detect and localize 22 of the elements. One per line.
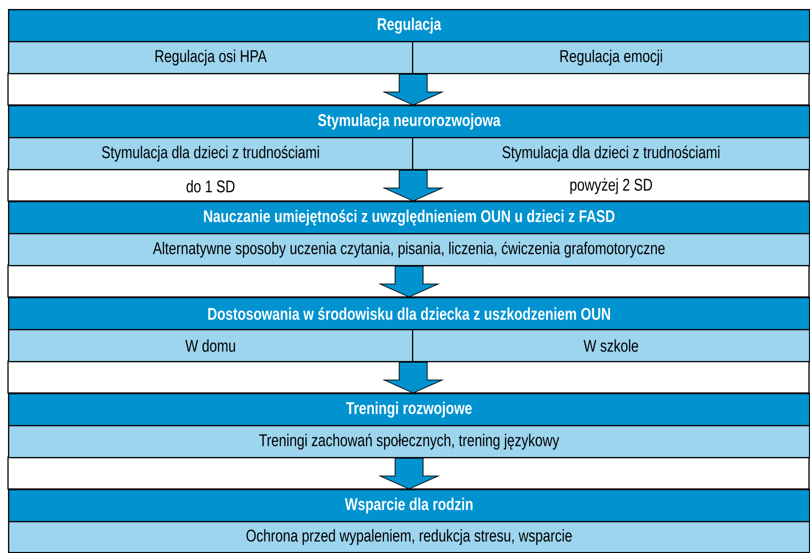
arrow xyxy=(378,266,440,298)
table-cell: Stymulacja dla dzieci z trudnościami xyxy=(8,137,414,170)
table-cell: Stymulacja dla dzieci z trudnościami xyxy=(412,137,810,170)
table-cell: Ochrona przed wypaleniem, redukcja stresu, wsparcie xyxy=(8,521,810,553)
section-header: Nauczanie umiejętności z uwzględnieniem OUN u dzieci z FASD xyxy=(8,201,810,234)
cell-note: do 1 SD xyxy=(186,180,235,192)
table-cell: W domu xyxy=(8,328,414,362)
arrow xyxy=(382,74,444,106)
table-cell: Treningi zachowań społecznych, trening językowy xyxy=(8,425,810,458)
table-cell: Regulacja emocji xyxy=(412,41,810,74)
arrow xyxy=(382,362,444,394)
section-header: Treningi rozwojowe xyxy=(8,392,810,426)
section-header: Stymulacja neurorozwojowa xyxy=(8,105,810,138)
table-cell: Alternatywne sposoby uczenia czytania, pisania, liczenia, ćwiczenia grafomotoryczne xyxy=(8,233,810,266)
section-header: Regulacja xyxy=(8,9,810,42)
cell-note: powyżej 2 SD xyxy=(570,178,652,194)
table-cell: W szkole xyxy=(412,328,810,362)
arrow xyxy=(378,458,440,490)
arrow xyxy=(382,170,444,202)
table-cell: Regulacja osi HPA xyxy=(8,41,414,74)
section-header: Wsparcie dla rodzin xyxy=(8,488,810,522)
section-header: Dostosowania w środowisku dla dziecka z uszkodzeniem OUN xyxy=(8,297,810,330)
